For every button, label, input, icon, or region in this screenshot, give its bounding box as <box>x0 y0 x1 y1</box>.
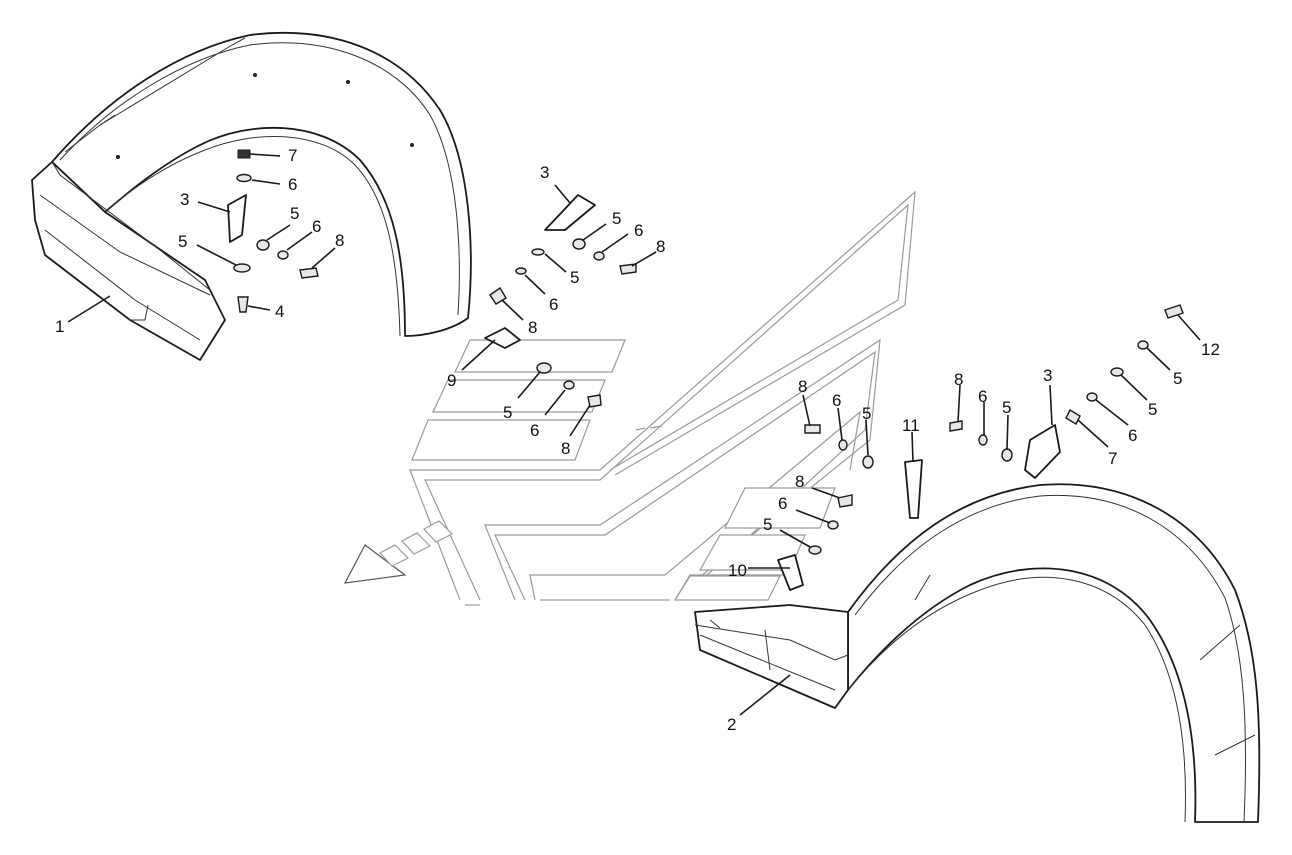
callout-8-left: 8 <box>335 231 344 250</box>
hardware-left-group <box>227 149 319 313</box>
callout-2: 2 <box>727 715 736 734</box>
callout-5-right-b: 5 <box>763 515 772 534</box>
callout-6-right-a: 6 <box>832 391 841 410</box>
callout-12: 12 <box>1201 340 1220 359</box>
callout-8-center-b: 8 <box>528 318 537 337</box>
callout-3-center: 3 <box>540 163 549 182</box>
hardware-right-group <box>777 304 1184 591</box>
leader-lines <box>67 153 1201 716</box>
left-fender <box>31 31 472 361</box>
callout-1: 1 <box>55 317 64 336</box>
callout-7-right: 7 <box>1108 449 1117 468</box>
vehicle-ghost-outline <box>343 190 916 606</box>
callout-6-center-c: 6 <box>530 421 539 440</box>
callout-6-right-c: 6 <box>978 387 987 406</box>
callout-6-left-b: 6 <box>312 217 321 236</box>
callout-5-center-b: 5 <box>570 268 579 287</box>
callout-6-right-d: 6 <box>1128 426 1137 445</box>
callout-5-center-c: 5 <box>503 403 512 422</box>
callout-7-left: 7 <box>288 146 297 165</box>
callout-8-right-c: 8 <box>954 370 963 389</box>
callout-9: 9 <box>447 371 456 390</box>
callout-4: 4 <box>275 302 284 321</box>
callout-8-center-c: 8 <box>561 439 570 458</box>
callout-5-right-d: 5 <box>1148 400 1157 419</box>
callout-8-right-a: 8 <box>798 377 807 396</box>
hardware-center-group <box>484 194 637 408</box>
callout-6-left-a: 6 <box>288 175 297 194</box>
callout-10: 10 <box>728 561 747 580</box>
callout-6-center-a: 6 <box>634 221 643 240</box>
callout-8-center-a: 8 <box>656 237 665 256</box>
callout-5-right-c: 5 <box>1002 398 1011 417</box>
callout-5-right-a: 5 <box>862 404 871 423</box>
callout-5-left-b: 5 <box>178 232 187 251</box>
callout-6-center-b: 6 <box>549 295 558 314</box>
callout-5-left-a: 5 <box>290 204 299 223</box>
callout-5-right-e: 5 <box>1173 369 1182 388</box>
callout-3-right: 3 <box>1043 366 1052 385</box>
callout-3-left: 3 <box>180 190 189 209</box>
callout-labels: 1 7 6 3 5 5 6 8 4 3 5 6 8 5 6 8 9 5 6 8 … <box>55 146 1220 734</box>
right-fender <box>694 483 1261 823</box>
callout-5-center-a: 5 <box>612 209 621 228</box>
callout-6-right-b: 6 <box>778 494 787 513</box>
callout-8-right-b: 8 <box>795 472 804 491</box>
callout-11: 11 <box>902 416 920 435</box>
